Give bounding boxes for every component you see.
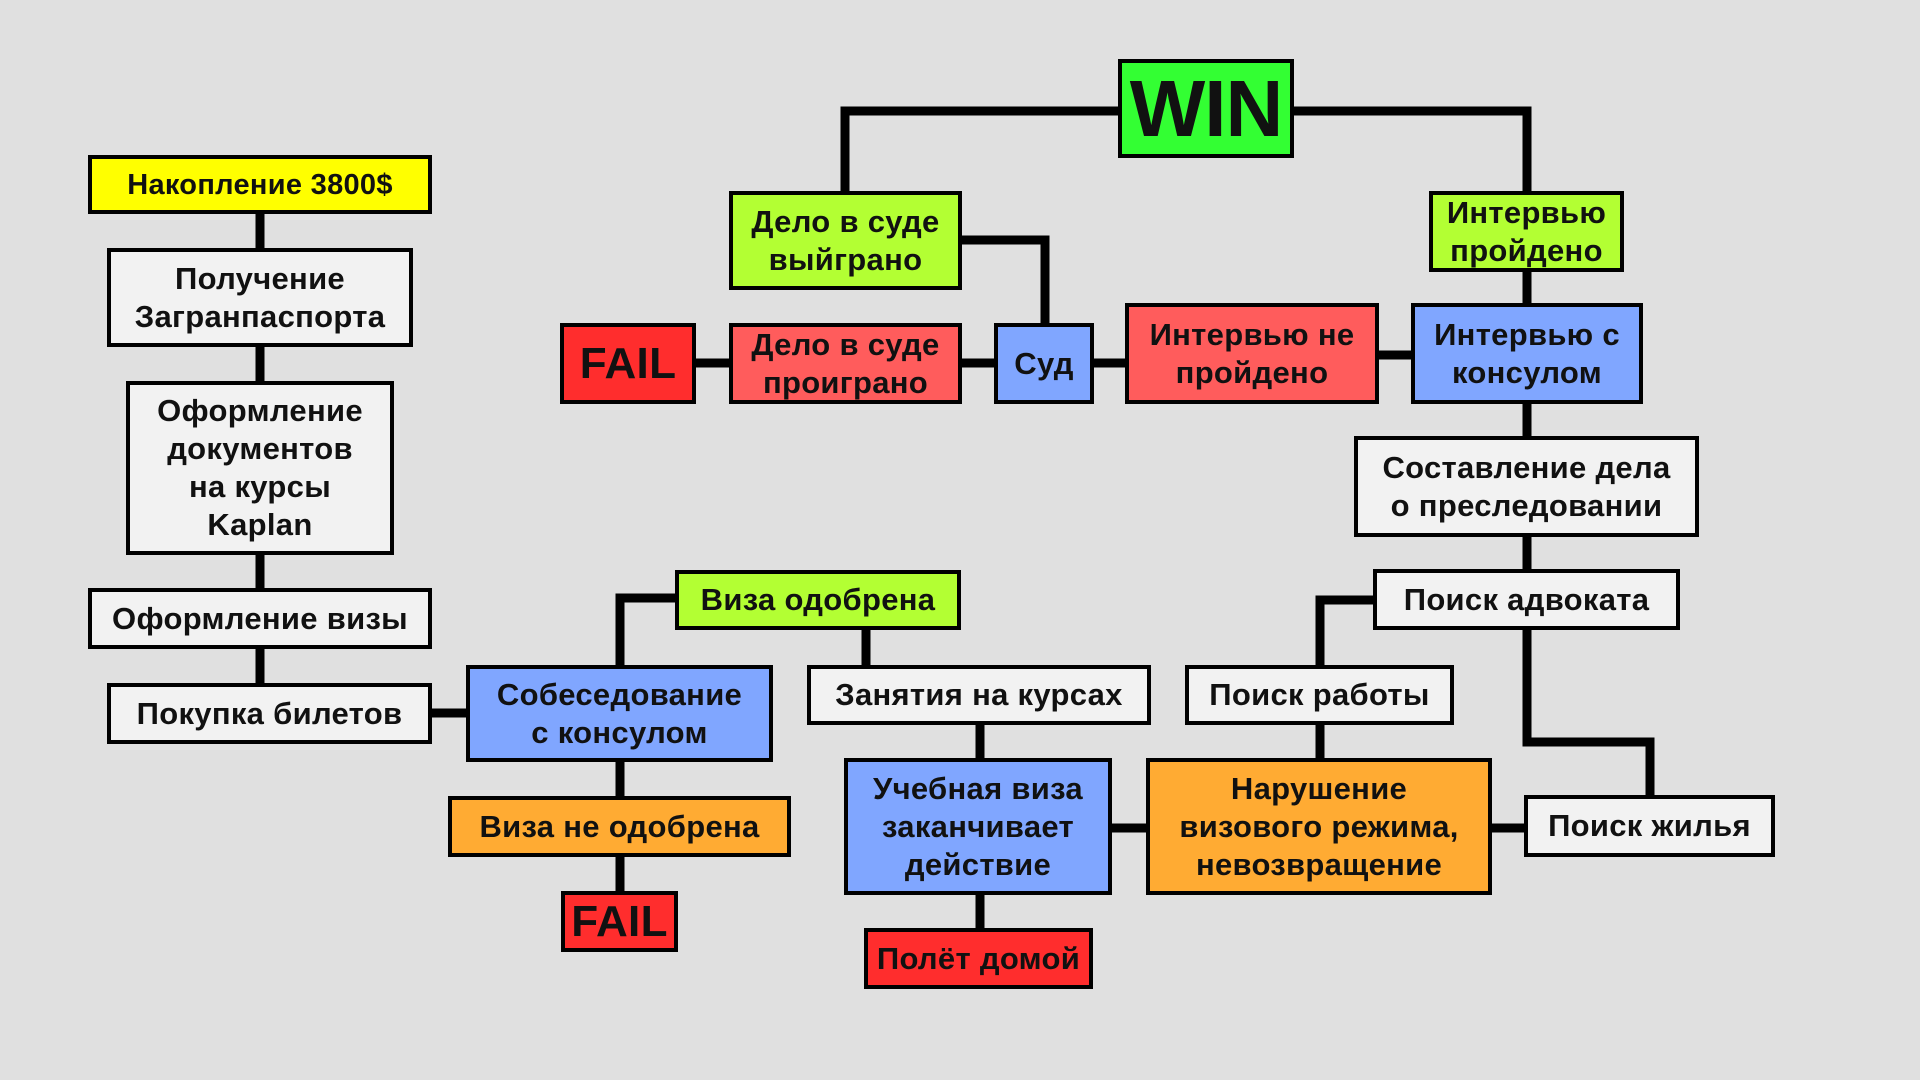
court-won-node: Дело в суде выйграно (729, 191, 962, 290)
persecution-case-node: Составление дела о преследовании (1354, 436, 1699, 537)
connector-consul-approved (615, 593, 677, 667)
savings-node: Накопление 3800$ (88, 155, 432, 214)
courses-node: Занятия на курсах (807, 665, 1151, 725)
interview-failed-node: Интервью не пройдено (1125, 303, 1379, 404)
connector-court-won (960, 235, 1050, 325)
fail-big-node: FAIL (560, 323, 696, 404)
kaplan-docs-node: Оформление документов на курсы Kaplan (126, 381, 394, 555)
win-node: WIN (1118, 59, 1294, 158)
visa-violation-node: Нарушение визового режима, невозвращение (1146, 758, 1492, 895)
passport-node: Получение Загранпаспорта (107, 248, 413, 347)
tickets-node: Покупка билетов (107, 683, 432, 744)
student-visa-expires-node: Учебная виза заканчивает действие (844, 758, 1112, 895)
fail-small-node: FAIL (561, 891, 678, 952)
lawyer-search-node: Поиск адвоката (1373, 569, 1680, 630)
visa-docs-node: Оформление визы (88, 588, 432, 649)
housing-search-node: Поиск жилья (1524, 795, 1775, 857)
court-node: Суд (994, 323, 1094, 404)
connector-won-win (840, 106, 1120, 193)
consul-interview-2-node: Интервью с консулом (1411, 303, 1643, 404)
visa-denied-node: Виза не одобрена (448, 796, 791, 857)
court-lost-node: Дело в суде проиграно (729, 323, 962, 404)
interview-passed-node: Интервью пройдено (1429, 191, 1624, 272)
flight-home-node: Полёт домой (864, 928, 1093, 989)
job-search-node: Поиск работы (1185, 665, 1454, 725)
connector-job-lawyer (1315, 595, 1375, 667)
visa-approved-node: Виза одобрена (675, 570, 961, 630)
consul-interview-node: Собеседование с консулом (466, 665, 773, 762)
connector-passed-win (1292, 106, 1532, 193)
connector-lawyer-housing (1522, 628, 1655, 797)
